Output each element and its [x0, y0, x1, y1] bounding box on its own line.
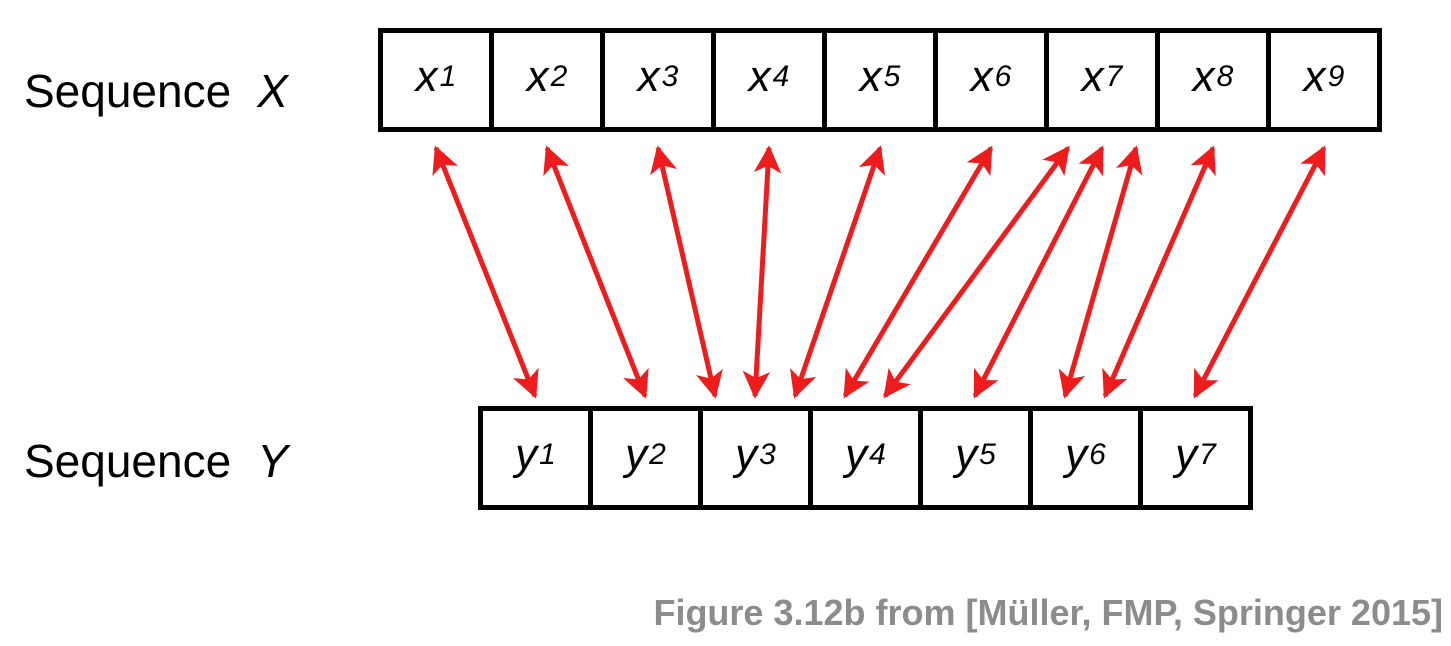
- x-cell-var: x: [1192, 52, 1215, 101]
- x-cell-subscript: 9: [1327, 60, 1345, 93]
- alignment-arrow-x8-y6: [1102, 145, 1216, 399]
- x-cell-var: x: [1081, 52, 1104, 101]
- sequence-x-word: Sequence: [24, 65, 232, 117]
- alignment-arrow-x7-y5: [972, 145, 1105, 399]
- alignment-arrow-x5-y3: [790, 145, 885, 399]
- y-cell-var: y: [845, 430, 868, 479]
- x-cell-subscript: 6: [994, 60, 1012, 93]
- sequence-y-label: Sequence Y: [24, 438, 288, 484]
- alignment-arrow-x9-y7: [1192, 145, 1327, 399]
- sequence-x-label: Sequence X: [24, 68, 288, 114]
- y-cell-var: y: [515, 430, 538, 479]
- alignment-arrow-x6-y4: [842, 145, 994, 399]
- x-cell-subscript: 3: [661, 60, 679, 93]
- y-cell-subscript: 4: [869, 438, 886, 471]
- y-cell-subscript: 5: [979, 438, 996, 471]
- y-cell-var: y: [625, 430, 648, 479]
- alignment-arrow-x1-y1: [432, 145, 539, 399]
- sequence-x-symbol: X: [257, 65, 288, 117]
- y-cell-subscript: 1: [539, 438, 556, 471]
- alignment-arrow-x3-y3: [650, 145, 723, 399]
- y-cell-subscript: 7: [1199, 438, 1216, 471]
- x-cell-subscript: 5: [883, 60, 901, 93]
- x-cell-subscript: 1: [439, 60, 457, 93]
- y-cell-var: y: [1065, 430, 1088, 479]
- x-cell-var: x: [970, 52, 993, 101]
- alignment-arrow-x4-y3: [742, 145, 782, 399]
- figure-caption: Figure 3.12b from [Müller, FMP, Springer…: [653, 592, 1443, 633]
- x-cell-var: x: [526, 52, 549, 101]
- sequence-y-symbol: Y: [257, 435, 288, 487]
- x-cell-var: x: [637, 52, 660, 101]
- x-cell-var: x: [415, 52, 438, 101]
- y-cell-var: y: [955, 430, 978, 479]
- alignment-arrow-x7-y4: [882, 145, 1071, 399]
- x-cell-var: x: [1303, 52, 1326, 101]
- y-cell-subscript: 2: [649, 438, 666, 471]
- alignment-arrow-x7-y6: [1058, 145, 1143, 399]
- x-cell-subscript: 2: [550, 60, 568, 93]
- x-cell-subscript: 8: [1216, 60, 1234, 93]
- x-cell-subscript: 4: [772, 60, 790, 93]
- alignment-arrow-x2-y2: [543, 145, 649, 399]
- y-cell-var: y: [735, 430, 758, 479]
- sequence-y-word: Sequence: [24, 435, 232, 487]
- y-cell-subscript: 3: [759, 438, 776, 471]
- y-cell-var: y: [1175, 430, 1198, 479]
- x-cell-var: x: [748, 52, 771, 101]
- y-cell-subscript: 6: [1089, 438, 1106, 471]
- x-cell-var: x: [859, 52, 882, 101]
- x-cell-subscript: 7: [1105, 60, 1123, 93]
